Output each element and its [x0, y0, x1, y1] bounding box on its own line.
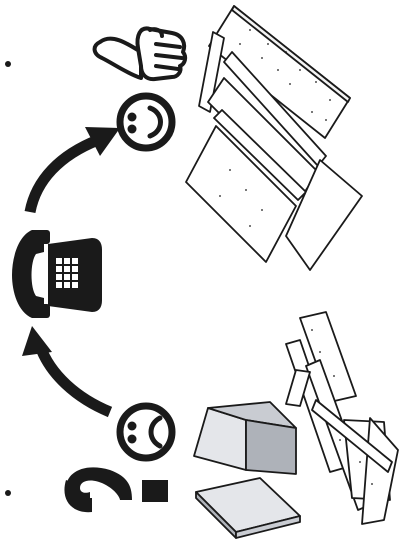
thumbs-up-icon	[92, 26, 188, 82]
flat-pack-panels-icon	[185, 5, 363, 271]
sad-face-icon	[116, 402, 176, 462]
telephone-icon	[12, 230, 102, 318]
question-mark-icon	[64, 467, 168, 513]
arrow-to-happy-icon	[24, 127, 120, 214]
margin-dot-bottom	[5, 490, 11, 496]
arrow-to-call-icon	[22, 326, 113, 418]
collapsed-furniture-icon	[193, 311, 399, 539]
margin-dot-top	[5, 61, 11, 67]
smiley-face-icon	[116, 92, 176, 152]
